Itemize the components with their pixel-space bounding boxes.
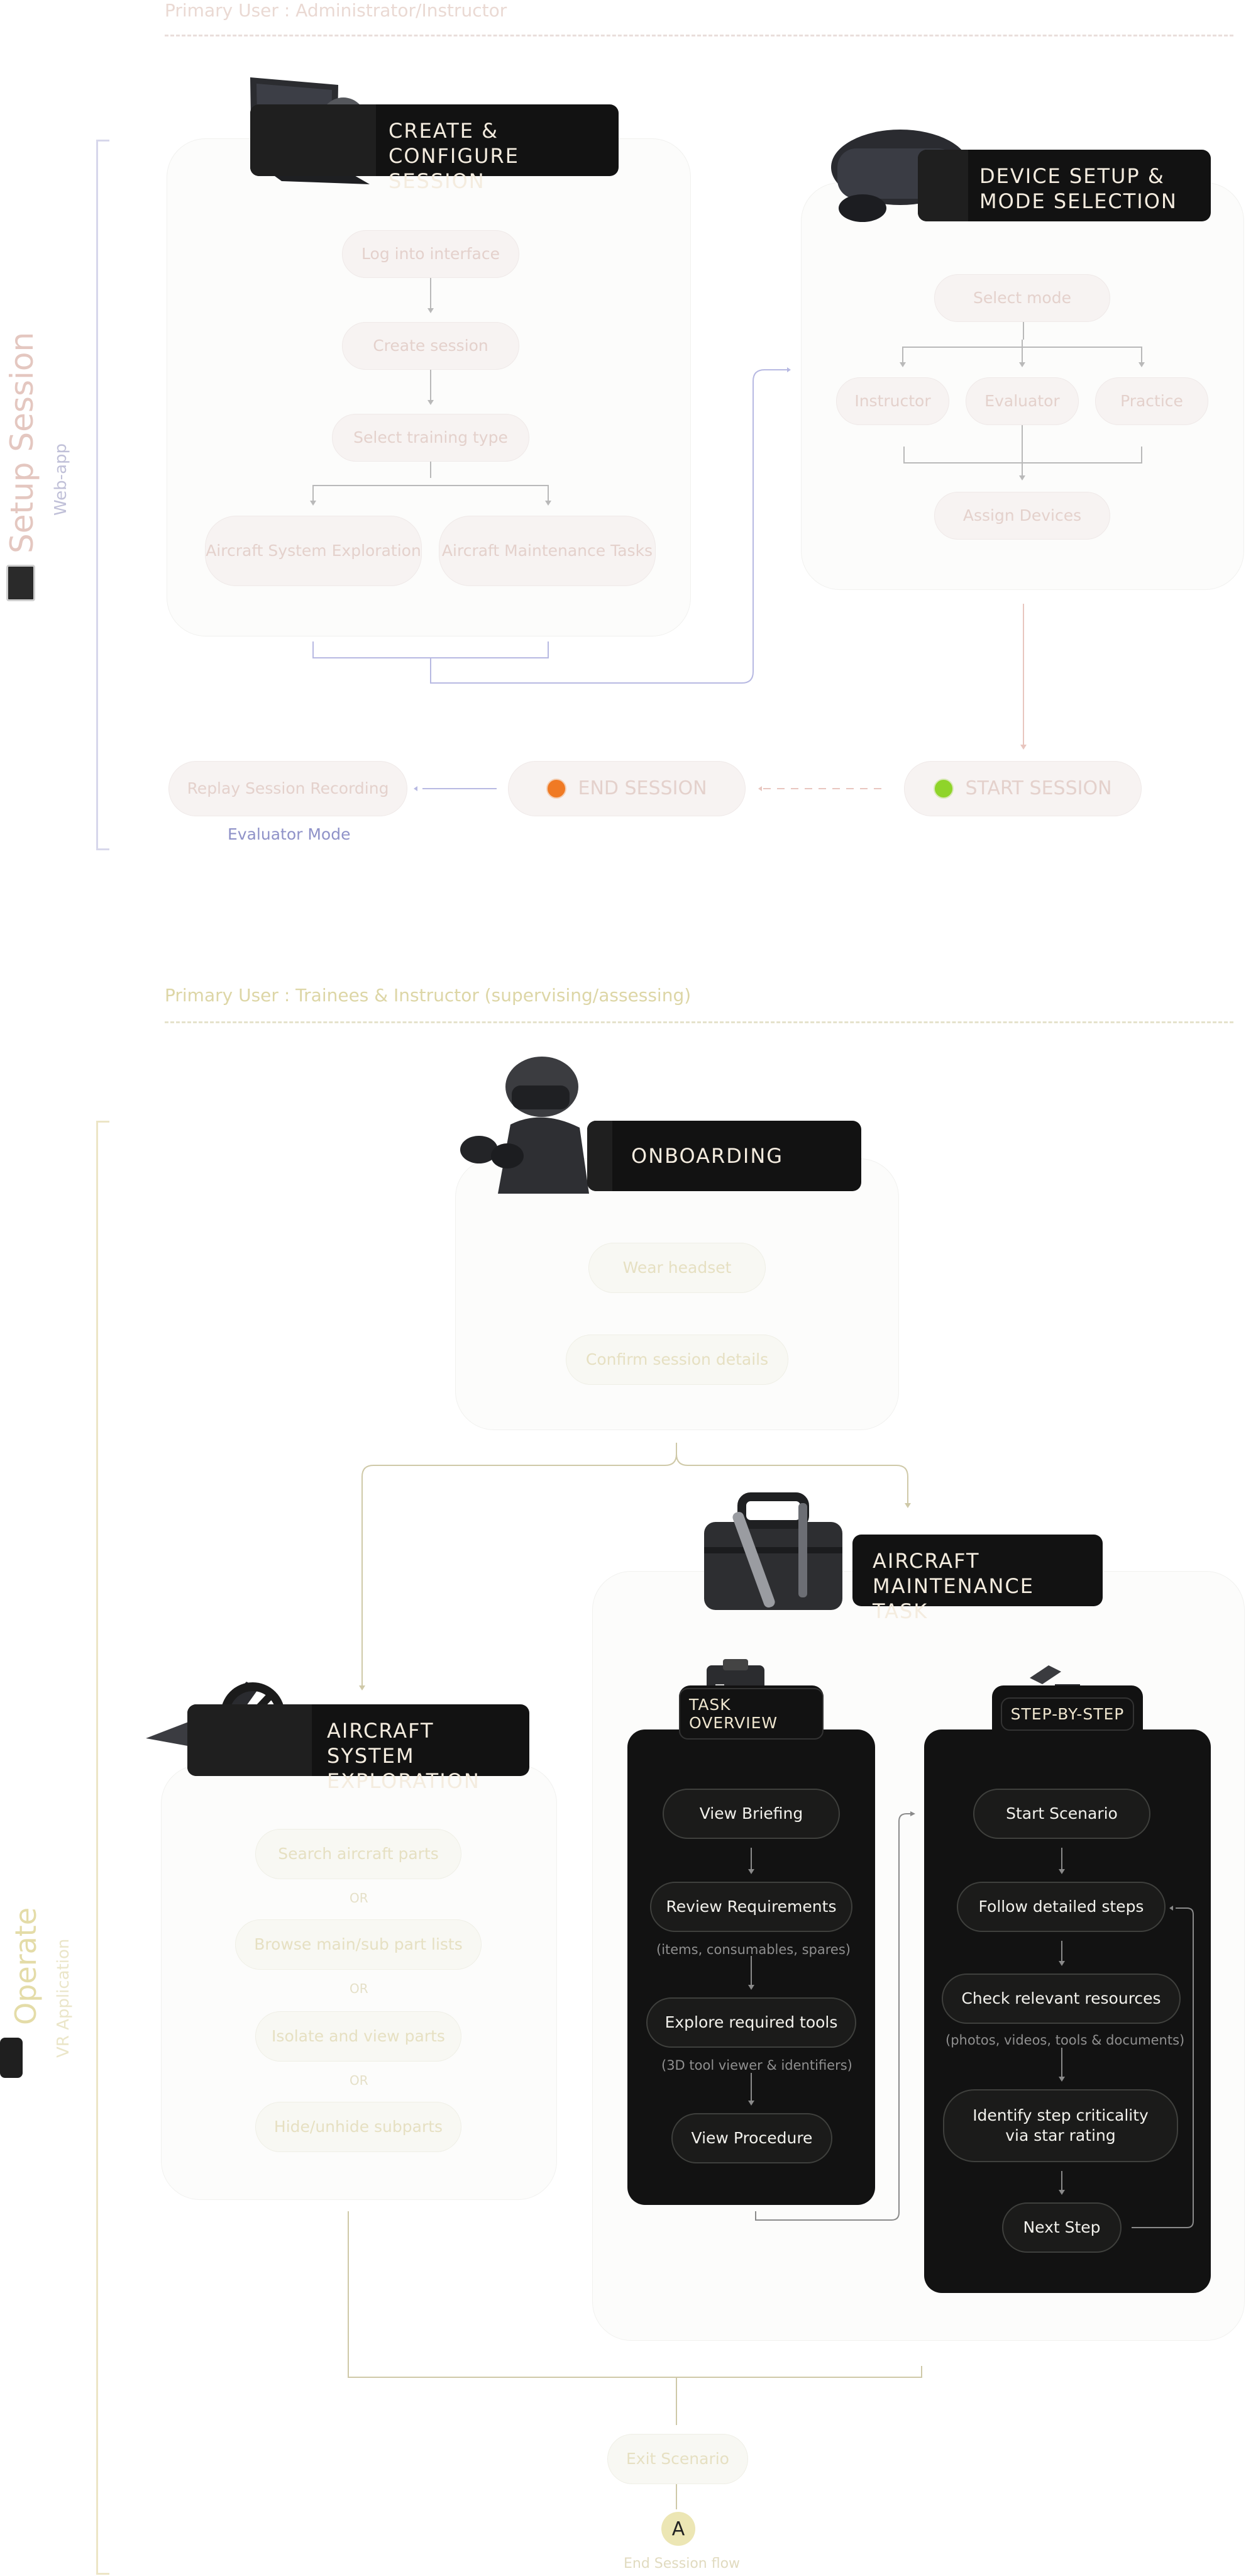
create-session-step: Create session [342,322,519,370]
or-separator-3: OR [350,2073,368,2088]
review-requirements-step: Review Requirements [650,1882,852,1932]
onboarding-card [455,1158,899,1430]
assign-devices-step: Assign Devices [934,492,1110,540]
start-session-button: START SESSION [904,761,1142,816]
setup-bracket [96,140,109,850]
step-by-step-tab: STEP-BY-STEP [992,1685,1143,1742]
operate-primary-user: Primary User : Trainees & Instructor (su… [165,985,692,1006]
end-session-flow-caption: End Session flow [624,2556,741,2572]
explore-required-tools-step: Explore required tools [646,1997,856,2048]
aircraft-maintenance-tasks-option: Aircraft Maintenance Tasks [439,516,656,586]
toolbox-icon [698,1484,852,1616]
setup-divider [165,35,1233,36]
start-scenario-step: Start Scenario [973,1789,1150,1839]
confirm-session-details-step: Confirm session details [566,1335,788,1385]
setup-primary-user: Primary User : Administrator/Instructor [165,0,507,21]
device-setup-label: DEVICE SETUP & MODE SELECTION [918,150,1211,221]
tools-note: (3D tool viewer & identifiers) [661,2058,852,2073]
browse-part-lists-step: Browse main/sub part lists [235,1919,482,1970]
end-connector-a: A [661,2512,695,2546]
instructor-mode: Instructor [836,377,949,425]
resources-note: (photos, videos, tools & documents) [946,2033,1185,2048]
end-session-button: END SESSION [508,761,746,816]
or-separator-1: OR [350,1890,368,1906]
evaluator-mode: Evaluator [966,377,1079,425]
onboarding-label: ONBOARDING [587,1121,861,1191]
select-mode-step: Select mode [934,274,1110,322]
aircraft-system-exploration-option: Aircraft System Exploration [205,516,422,586]
identify-step-criticality-step: Identify step criticality via star ratin… [943,2089,1178,2162]
monitor-icon [6,565,35,601]
next-step-step: Next Step [1002,2202,1122,2253]
setup-connectors [310,278,1145,791]
select-training-type-step: Select training type [332,414,529,462]
practice-mode: Practice [1095,377,1208,425]
log-into-interface-step: Log into interface [342,230,519,278]
view-briefing-step: View Briefing [663,1789,840,1839]
operate-bracket [96,1121,109,2575]
follow-detailed-steps-step: Follow detailed steps [957,1882,1166,1932]
pilot-vr-figure-icon [454,1049,611,1194]
create-configure-label: CREATE & CONFIGURE SESSION [250,104,619,193]
search-aircraft-parts-step: Search aircraft parts [255,1829,461,1879]
task-overview-tab: TASK OVERVIEW [679,1685,824,1742]
requirements-note: (items, consumables, spares) [656,1942,851,1957]
view-procedure-step: View Procedure [671,2113,832,2163]
or-separator-2: OR [350,1981,368,1996]
wear-headset-step: Wear headset [588,1243,766,1293]
hide-unhide-subparts-step: Hide/unhide subparts [255,2102,461,2152]
operate-divider [165,1021,1233,1023]
exploration-label: AIRCRAFT SYSTEM EXPLORATION [187,1704,529,1793]
maintenance-label: AIRCRAFT MAINTENANCE TASK [852,1535,1103,1623]
replay-session-recording-step: Replay Session Recording [168,761,407,816]
isolate-view-parts-step: Isolate and view parts [255,2011,461,2062]
exit-scenario-step: Exit Scenario [607,2434,748,2484]
end-session-dot [546,779,567,799]
start-session-dot [934,779,954,799]
check-relevant-resources-step: Check relevant resources [942,1974,1181,2024]
vr-glasses-icon [0,2038,23,2078]
evaluator-mode-caption: Evaluator Mode [228,825,351,843]
